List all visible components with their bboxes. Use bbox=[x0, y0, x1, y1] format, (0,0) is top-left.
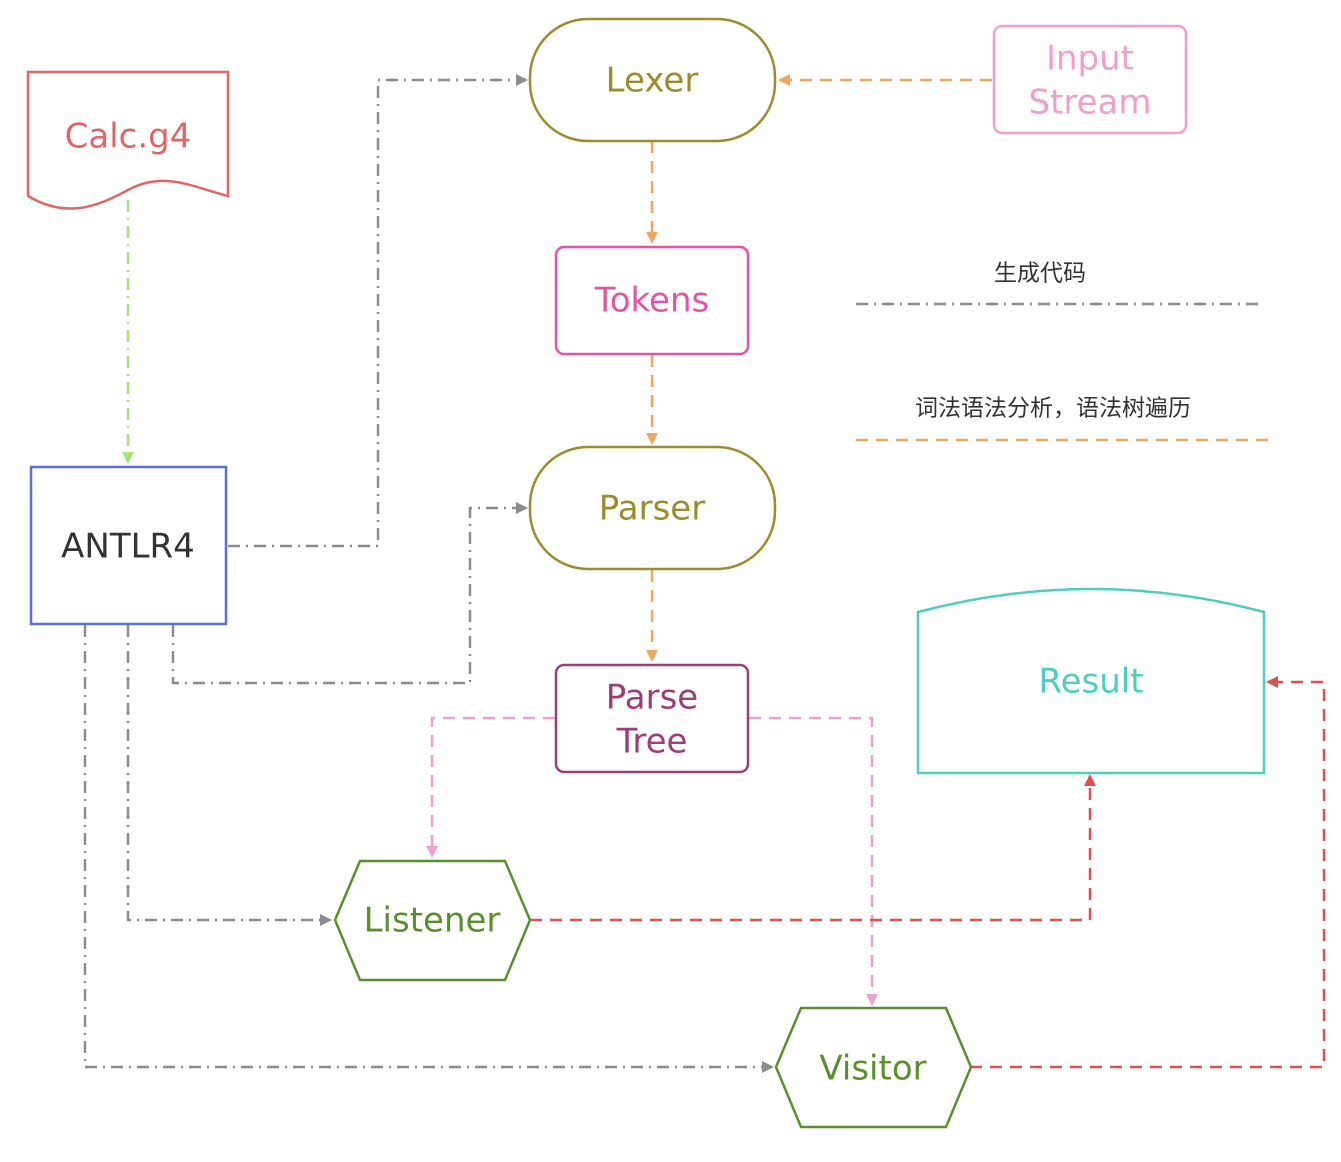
visitor-hexagon bbox=[774, 1006, 973, 1129]
legend: 生成代码 词法语法分析，语法树遍历 bbox=[856, 261, 1270, 442]
parsetree-label-line2: Tree bbox=[616, 722, 688, 762]
node-antlr4: ANTLR4 bbox=[29, 465, 228, 626]
node-listener: Listener bbox=[333, 859, 532, 982]
node-parse-tree: Parse Tree bbox=[554, 663, 750, 774]
listener-hexagon bbox=[333, 859, 532, 982]
parser-box bbox=[528, 445, 777, 571]
legend-codegen-label: 生成代码 bbox=[994, 261, 1086, 287]
visitor-label: Visitor bbox=[819, 1049, 926, 1089]
node-parser: Parser bbox=[528, 445, 777, 571]
document-shape bbox=[26, 70, 230, 210]
edge-visitor-to-result bbox=[970, 676, 1326, 1069]
input-label-line2: Stream bbox=[1028, 83, 1151, 123]
lexer-box bbox=[528, 17, 777, 143]
edge-listener-to-result bbox=[530, 774, 1096, 922]
antlr-box bbox=[29, 465, 228, 626]
node-result: Result bbox=[916, 587, 1266, 775]
node-calc-g4: Calc.g4 bbox=[26, 70, 230, 210]
node-tokens: Tokens bbox=[554, 245, 750, 356]
result-label: Result bbox=[1038, 662, 1143, 702]
result-shape bbox=[916, 587, 1266, 775]
tokens-box bbox=[554, 245, 750, 356]
edge-parsetree-to-listener bbox=[426, 716, 555, 858]
edges bbox=[83, 74, 1326, 1073]
legend-parse-label: 词法语法分析，语法树遍历 bbox=[915, 396, 1191, 422]
edge-antlr-to-listener bbox=[126, 625, 332, 926]
edge-parsetree-to-visitor bbox=[749, 716, 878, 1006]
parsetree-box bbox=[554, 663, 750, 774]
tokens-label: Tokens bbox=[594, 281, 709, 321]
node-input-stream: Input Stream bbox=[992, 24, 1188, 135]
edge-antlr-to-parser bbox=[171, 502, 528, 685]
antlr-label: ANTLR4 bbox=[61, 527, 195, 567]
node-lexer: Lexer bbox=[528, 17, 777, 143]
parser-label: Parser bbox=[599, 489, 705, 529]
edge-antlr-to-lexer bbox=[228, 74, 528, 548]
input-box bbox=[992, 24, 1188, 135]
input-label-line1: Input bbox=[1046, 39, 1134, 79]
lexer-label: Lexer bbox=[606, 61, 699, 101]
parsetree-label-line1: Parse bbox=[606, 678, 698, 718]
edge-antlr-to-visitor bbox=[83, 625, 774, 1073]
calc-label: Calc.g4 bbox=[65, 117, 192, 157]
node-visitor: Visitor bbox=[774, 1006, 973, 1129]
listener-label: Listener bbox=[364, 901, 501, 941]
